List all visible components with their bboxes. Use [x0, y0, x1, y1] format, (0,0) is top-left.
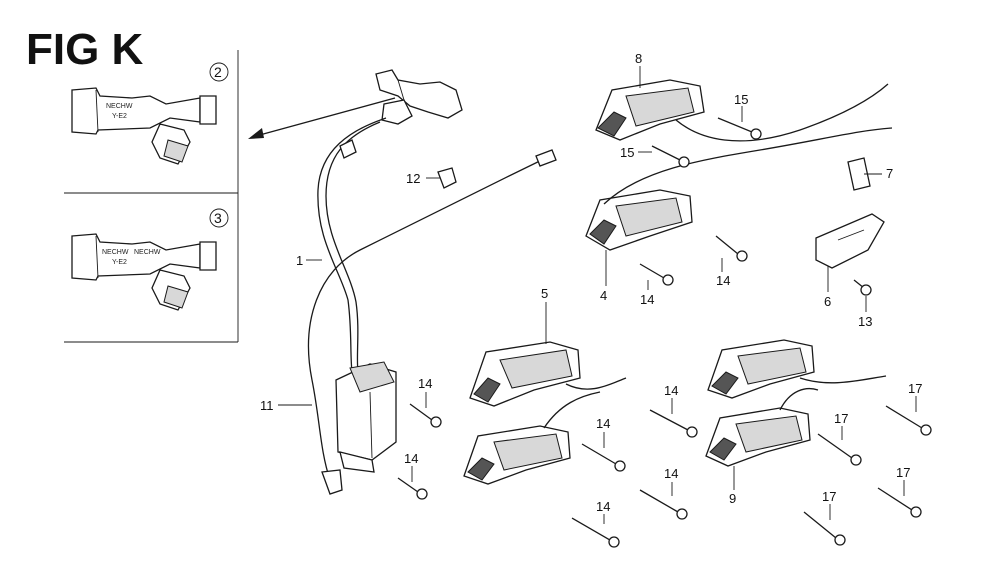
inset-panel: 2 NECHW Y-E2 3 NECHW NECHW Y-E2: [64, 50, 239, 343]
callout-17c: 17: [896, 465, 910, 480]
bolt-14h: [571, 517, 620, 548]
nut: [847, 157, 871, 191]
inset-variant-3-label-2: Y-E2: [112, 259, 127, 266]
bolt-15a: [717, 117, 762, 140]
callout-12: 12: [406, 171, 420, 186]
inset-variant-3: 3 NECHW NECHW Y-E2: [71, 208, 229, 311]
bolt-14c: [409, 403, 442, 428]
spark-plug-cap: [375, 69, 463, 125]
bolt-15b: [651, 145, 690, 168]
callout-14d: 14: [404, 451, 418, 466]
inset-variant-2: 2 NECHW Y-E2: [71, 62, 229, 165]
stop-wire: [308, 149, 557, 495]
callout-9: 9: [729, 491, 736, 506]
callout-13: 13: [858, 314, 872, 329]
callout-7: 7: [886, 166, 893, 181]
callout-14f: 14: [596, 416, 610, 431]
inset-variant-2-label-2: Y-E2: [112, 113, 127, 120]
bolt-17b: [817, 433, 862, 466]
inset-variant-2-number: 2: [214, 64, 222, 80]
bolt-14e: [649, 409, 698, 438]
bolt-17d: [803, 511, 846, 546]
bolt-17a: [885, 405, 932, 436]
leader-lines: [278, 66, 917, 524]
charge-coil-5: [469, 341, 627, 407]
bolt-14g: [639, 489, 688, 520]
callouts: 8 15 15 7 12 1 4 14 14 6 13 5 11 14 14 1…: [260, 51, 922, 514]
callout-14h: 14: [596, 499, 610, 514]
callout-6: 6: [824, 294, 831, 309]
inset-variant-3-label-1: NECHW: [102, 249, 129, 256]
callout-17a: 17: [908, 381, 922, 396]
charge-coil-9: [705, 387, 819, 467]
bolt-14a: [715, 235, 748, 262]
callout-14b: 14: [716, 273, 730, 288]
callout-15a: 15: [734, 92, 748, 107]
wire-clip: [437, 167, 457, 189]
bolts: [397, 117, 932, 548]
ignition-cable: [317, 117, 387, 373]
callout-14e: 14: [664, 383, 678, 398]
bolt-13: [853, 279, 872, 296]
charge-coil-4: [585, 127, 893, 251]
callout-5: 5: [541, 286, 548, 301]
callout-1: 1: [296, 253, 303, 268]
figure-title: FIG K: [26, 25, 144, 74]
ignition-coil: [335, 361, 397, 473]
bolt-14f: [581, 443, 626, 472]
bolt-14d: [397, 477, 428, 500]
callout-4: 4: [600, 288, 607, 303]
inset-variant-3-label-1b: NECHW: [134, 249, 161, 256]
callout-15b: 15: [620, 145, 634, 160]
callout-17b: 17: [834, 411, 848, 426]
bolt-17c: [877, 487, 922, 518]
bolt-14b: [639, 263, 674, 286]
charge-coil-9a: [707, 339, 887, 399]
charge-coil-8: [595, 79, 889, 142]
pointer-arrow: [248, 97, 396, 139]
callout-14g: 14: [664, 466, 678, 481]
inset-variant-2-label-1: NECHW: [106, 103, 133, 110]
inset-variant-3-number: 3: [214, 210, 222, 226]
bracket: [815, 213, 885, 269]
callout-8: 8: [635, 51, 642, 66]
callout-14c: 14: [418, 376, 432, 391]
callout-11: 11: [260, 398, 274, 413]
callout-17d: 17: [822, 489, 836, 504]
charge-coil-5b: [463, 391, 601, 485]
callout-14a: 14: [640, 292, 654, 307]
